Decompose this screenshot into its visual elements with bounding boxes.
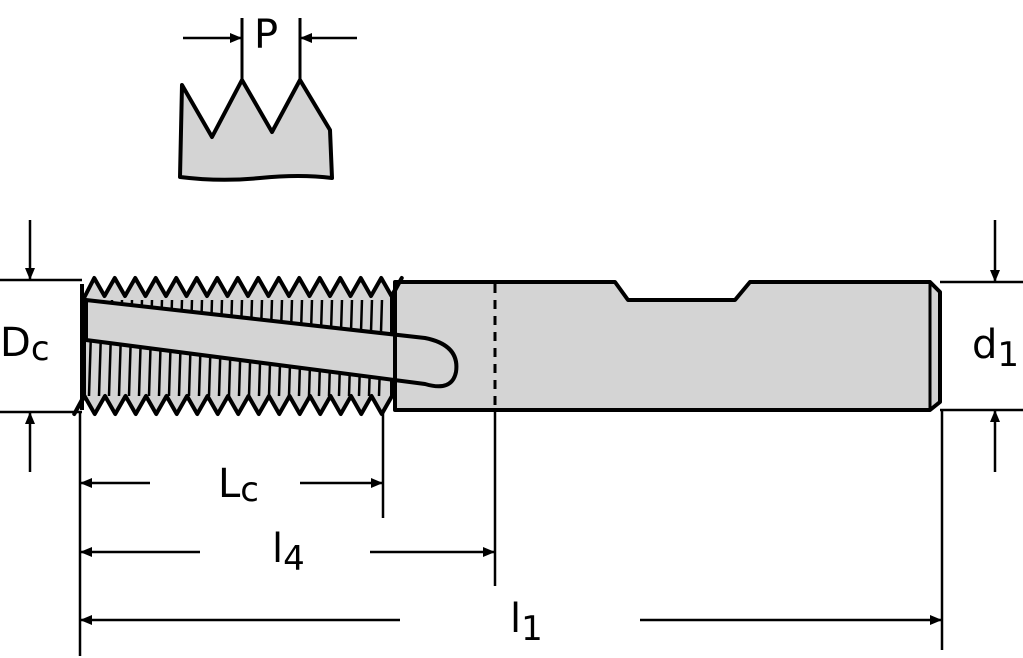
l4-label: l4 [272, 526, 305, 579]
pitch-label: P [254, 12, 278, 58]
d1-label: d1 [972, 322, 1019, 375]
dc-label: Dc [0, 320, 50, 369]
tool-shank [393, 280, 942, 412]
lc-label: Lc [218, 461, 259, 510]
l1-label: l1 [510, 596, 543, 649]
helical-flute [84, 298, 459, 389]
dimensions [0, 220, 1023, 656]
thread-section [72, 276, 459, 416]
thread-profile-detail: P [178, 12, 357, 182]
